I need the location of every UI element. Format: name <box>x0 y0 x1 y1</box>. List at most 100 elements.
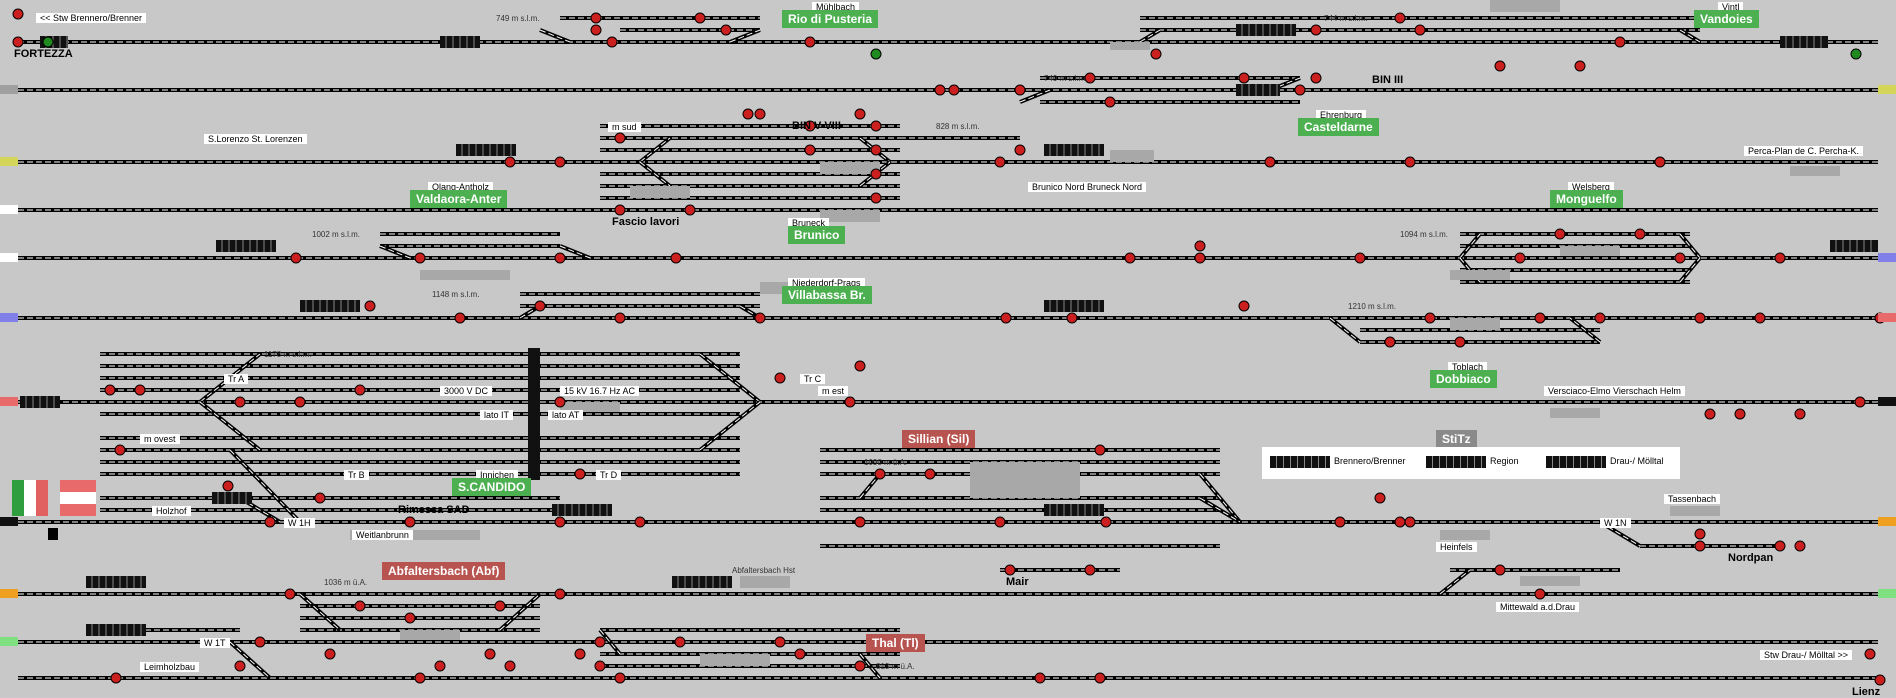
signal-icon[interactable] <box>1066 312 1078 324</box>
signal-icon[interactable] <box>1084 72 1096 84</box>
track-block[interactable] <box>86 624 146 636</box>
signal-icon[interactable] <box>924 468 936 480</box>
signal-icon[interactable] <box>42 36 54 48</box>
signal-icon[interactable] <box>1094 444 1106 456</box>
signal-icon[interactable] <box>1000 312 1012 324</box>
signal-icon[interactable] <box>870 168 882 180</box>
signal-icon[interactable] <box>110 672 122 684</box>
signal-icon[interactable] <box>1294 84 1306 96</box>
signal-icon[interactable] <box>1774 252 1786 264</box>
signal-icon[interactable] <box>994 516 1006 528</box>
signal-icon[interactable] <box>854 360 866 372</box>
signal-icon[interactable] <box>774 372 786 384</box>
signal-icon[interactable] <box>854 108 866 120</box>
signal-icon[interactable] <box>870 144 882 156</box>
track-block[interactable] <box>1044 144 1104 156</box>
signal-icon[interactable] <box>1194 252 1206 264</box>
signal-icon[interactable] <box>294 396 306 408</box>
signal-icon[interactable] <box>934 84 946 96</box>
signal-icon[interactable] <box>844 396 856 408</box>
signal-icon[interactable] <box>284 588 296 600</box>
signal-icon[interactable] <box>1774 540 1786 552</box>
station-villabassa[interactable]: Villabassa Br. <box>782 286 872 304</box>
signal-icon[interactable] <box>1594 312 1606 324</box>
signal-icon[interactable] <box>534 300 546 312</box>
signal-icon[interactable] <box>234 660 246 672</box>
signal-icon[interactable] <box>1654 156 1666 168</box>
station-casteldarne[interactable]: Casteldarne <box>1298 118 1379 136</box>
signal-icon[interactable] <box>574 468 586 480</box>
signal-icon[interactable] <box>1874 674 1886 686</box>
signal-icon[interactable] <box>1094 672 1106 684</box>
signal-icon[interactable] <box>614 132 626 144</box>
signal-icon[interactable] <box>684 204 696 216</box>
signal-icon[interactable] <box>614 672 626 684</box>
signal-icon[interactable] <box>1124 252 1136 264</box>
signal-icon[interactable] <box>994 156 1006 168</box>
signal-icon[interactable] <box>104 384 116 396</box>
station-thal[interactable]: Thal (Tl) <box>866 634 925 652</box>
signal-icon[interactable] <box>414 672 426 684</box>
signal-icon[interactable] <box>414 252 426 264</box>
signal-icon[interactable] <box>870 120 882 132</box>
signal-icon[interactable] <box>870 192 882 204</box>
signal-icon[interactable] <box>1674 252 1686 264</box>
signal-icon[interactable] <box>554 252 566 264</box>
signal-icon[interactable] <box>1414 24 1426 36</box>
track-block[interactable] <box>1236 24 1296 36</box>
signal-icon[interactable] <box>594 660 606 672</box>
switch-leg[interactable] <box>498 592 542 632</box>
signal-icon[interactable] <box>754 312 766 324</box>
signal-icon[interactable] <box>324 648 336 660</box>
signal-icon[interactable] <box>1150 48 1162 60</box>
signal-icon[interactable] <box>1614 36 1626 48</box>
station-vandoies[interactable]: Vandoies <box>1694 10 1759 28</box>
track-block[interactable] <box>672 576 732 588</box>
signal-icon[interactable] <box>1084 564 1096 576</box>
signal-icon[interactable] <box>254 636 266 648</box>
track-block[interactable] <box>1780 36 1828 48</box>
signal-icon[interactable] <box>504 156 516 168</box>
station-abfaltersbach[interactable]: Abfaltersbach (Abf) <box>382 562 506 580</box>
signal-icon[interactable] <box>134 384 146 396</box>
signal-icon[interactable] <box>504 660 516 672</box>
signal-icon[interactable] <box>1014 84 1026 96</box>
signal-icon[interactable] <box>1454 336 1466 348</box>
station-rio-di-pusteria[interactable]: Rio di Pusteria <box>782 10 879 28</box>
signal-icon[interactable] <box>1238 72 1250 84</box>
signal-icon[interactable] <box>494 600 506 612</box>
signal-icon[interactable] <box>1394 516 1406 528</box>
switch-leg[interactable] <box>228 640 272 680</box>
signal-icon[interactable] <box>1264 156 1276 168</box>
signal-icon[interactable] <box>1704 408 1716 420</box>
signal-icon[interactable] <box>1554 228 1566 240</box>
track-block[interactable] <box>1830 240 1878 252</box>
signal-icon[interactable] <box>590 12 602 24</box>
signal-icon[interactable] <box>742 108 754 120</box>
signal-icon[interactable] <box>854 516 866 528</box>
signal-icon[interactable] <box>404 516 416 528</box>
signal-icon[interactable] <box>804 120 816 132</box>
track-block[interactable] <box>1044 504 1104 516</box>
signal-icon[interactable] <box>1354 252 1366 264</box>
signal-icon[interactable] <box>1104 96 1116 108</box>
station-brunico[interactable]: Brunico <box>788 226 846 244</box>
station-stitz[interactable]: StiTz <box>1436 430 1477 448</box>
signal-icon[interactable] <box>264 516 276 528</box>
signal-icon[interactable] <box>290 252 302 264</box>
signal-icon[interactable] <box>694 12 706 24</box>
signal-icon[interactable] <box>594 636 606 648</box>
signal-icon[interactable] <box>1310 72 1322 84</box>
signal-icon[interactable] <box>1864 648 1876 660</box>
signal-icon[interactable] <box>12 36 24 48</box>
track-block[interactable] <box>86 576 146 588</box>
signal-icon[interactable] <box>1514 252 1526 264</box>
signal-icon[interactable] <box>1854 396 1866 408</box>
signal-icon[interactable] <box>1494 60 1506 72</box>
signal-icon[interactable] <box>222 480 234 492</box>
signal-icon[interactable] <box>574 648 586 660</box>
signal-icon[interactable] <box>1014 144 1026 156</box>
track-block[interactable] <box>456 144 516 156</box>
label-stw-drau[interactable]: Stw Drau-/ Mölltal >> <box>1760 650 1853 660</box>
station-sillian[interactable]: Sillian (Sil) <box>902 430 976 448</box>
